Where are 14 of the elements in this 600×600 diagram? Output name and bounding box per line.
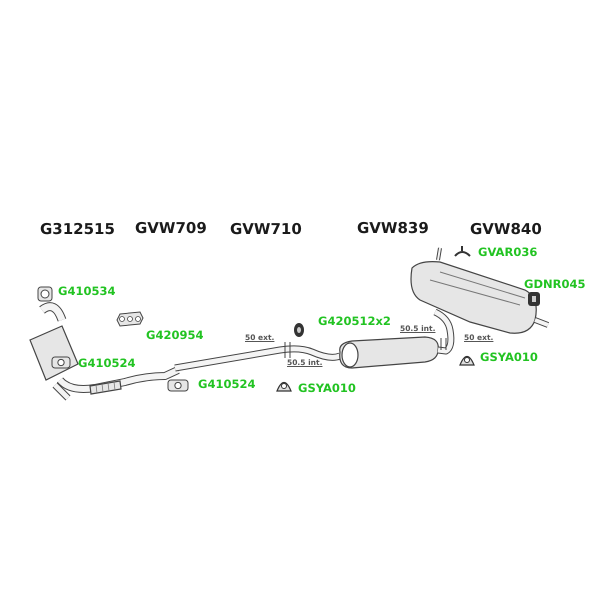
accessory-part-number: G410534 bbox=[58, 286, 116, 298]
accessory-part-number: G410524 bbox=[198, 379, 256, 390]
part-number: G312515 bbox=[40, 222, 115, 237]
part-number: GVW840 bbox=[470, 222, 542, 237]
part-number: GVW839 bbox=[357, 221, 429, 236]
accessory-part-number: G420954 bbox=[146, 330, 204, 342]
accessory-part-number: GDNR045 bbox=[524, 279, 586, 290]
accessory-part-number: GVAR036 bbox=[478, 247, 538, 258]
accessory-part-number: G420512x2 bbox=[318, 316, 391, 328]
part-number: GVW709 bbox=[135, 221, 207, 236]
part-number: GVW710 bbox=[230, 222, 302, 237]
accessory-part-number: GSYA010 bbox=[298, 383, 356, 394]
accessory-part-number: GSYA010 bbox=[480, 352, 538, 364]
accessory-part-number: G410524 bbox=[78, 358, 136, 370]
